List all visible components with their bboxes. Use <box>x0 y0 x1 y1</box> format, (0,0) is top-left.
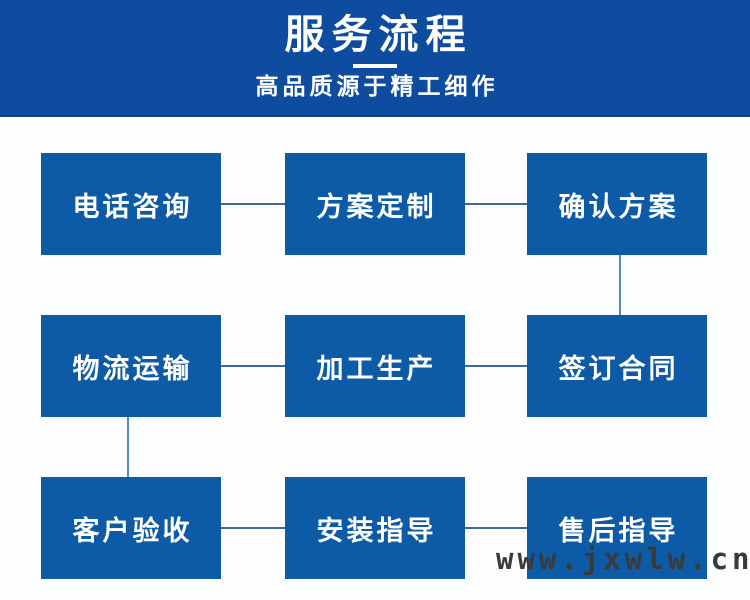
connector-row1-left <box>221 203 285 205</box>
flow-step-label: 方案定制 <box>316 191 437 223</box>
flow-step-installation-guidance: 安装指导 <box>285 477 465 579</box>
connector-confirm-to-contract <box>619 255 621 315</box>
flow-step-label: 加工生产 <box>316 353 437 385</box>
flow-step-after-sales-guidance: 售后指导 <box>527 477 707 579</box>
flow-step-contract-signing: 签订合同 <box>527 315 707 417</box>
flow-step-label: 电话咨询 <box>72 191 193 223</box>
flow-step-customer-acceptance: 客户验收 <box>41 477 221 579</box>
flow-step-label: 签订合同 <box>558 353 679 385</box>
flow-step-phone-consultation: 电话咨询 <box>41 153 221 255</box>
site-watermark: www.jxwlw.cn <box>496 542 750 576</box>
page-subtitle: 高品质源于精工细作 <box>255 74 499 100</box>
connector-row3-right <box>465 527 527 529</box>
flow-step-plan-confirmation: 确认方案 <box>527 153 707 255</box>
page-title: 服务流程 <box>284 12 473 58</box>
flow-step-label: 售后指导 <box>558 515 679 547</box>
flow-step-label: 确认方案 <box>558 191 679 223</box>
header-banner: 服务流程 高品质源于精工细作 <box>0 0 750 117</box>
connector-row2-left <box>221 365 285 367</box>
connector-row1-right <box>465 203 527 205</box>
flow-step-label: 安装指导 <box>316 515 437 547</box>
connector-logistics-to-acceptance <box>127 417 129 477</box>
connector-row3-left <box>221 527 285 529</box>
flow-step-plan-customization: 方案定制 <box>285 153 465 255</box>
flow-step-label: 客户验收 <box>72 515 193 547</box>
flow-step-logistics-transport: 物流运输 <box>41 315 221 417</box>
flow-step-processing-production: 加工生产 <box>285 315 465 417</box>
title-divider <box>353 64 397 68</box>
connector-row2-right <box>465 365 527 367</box>
flow-step-label: 物流运输 <box>72 353 193 385</box>
